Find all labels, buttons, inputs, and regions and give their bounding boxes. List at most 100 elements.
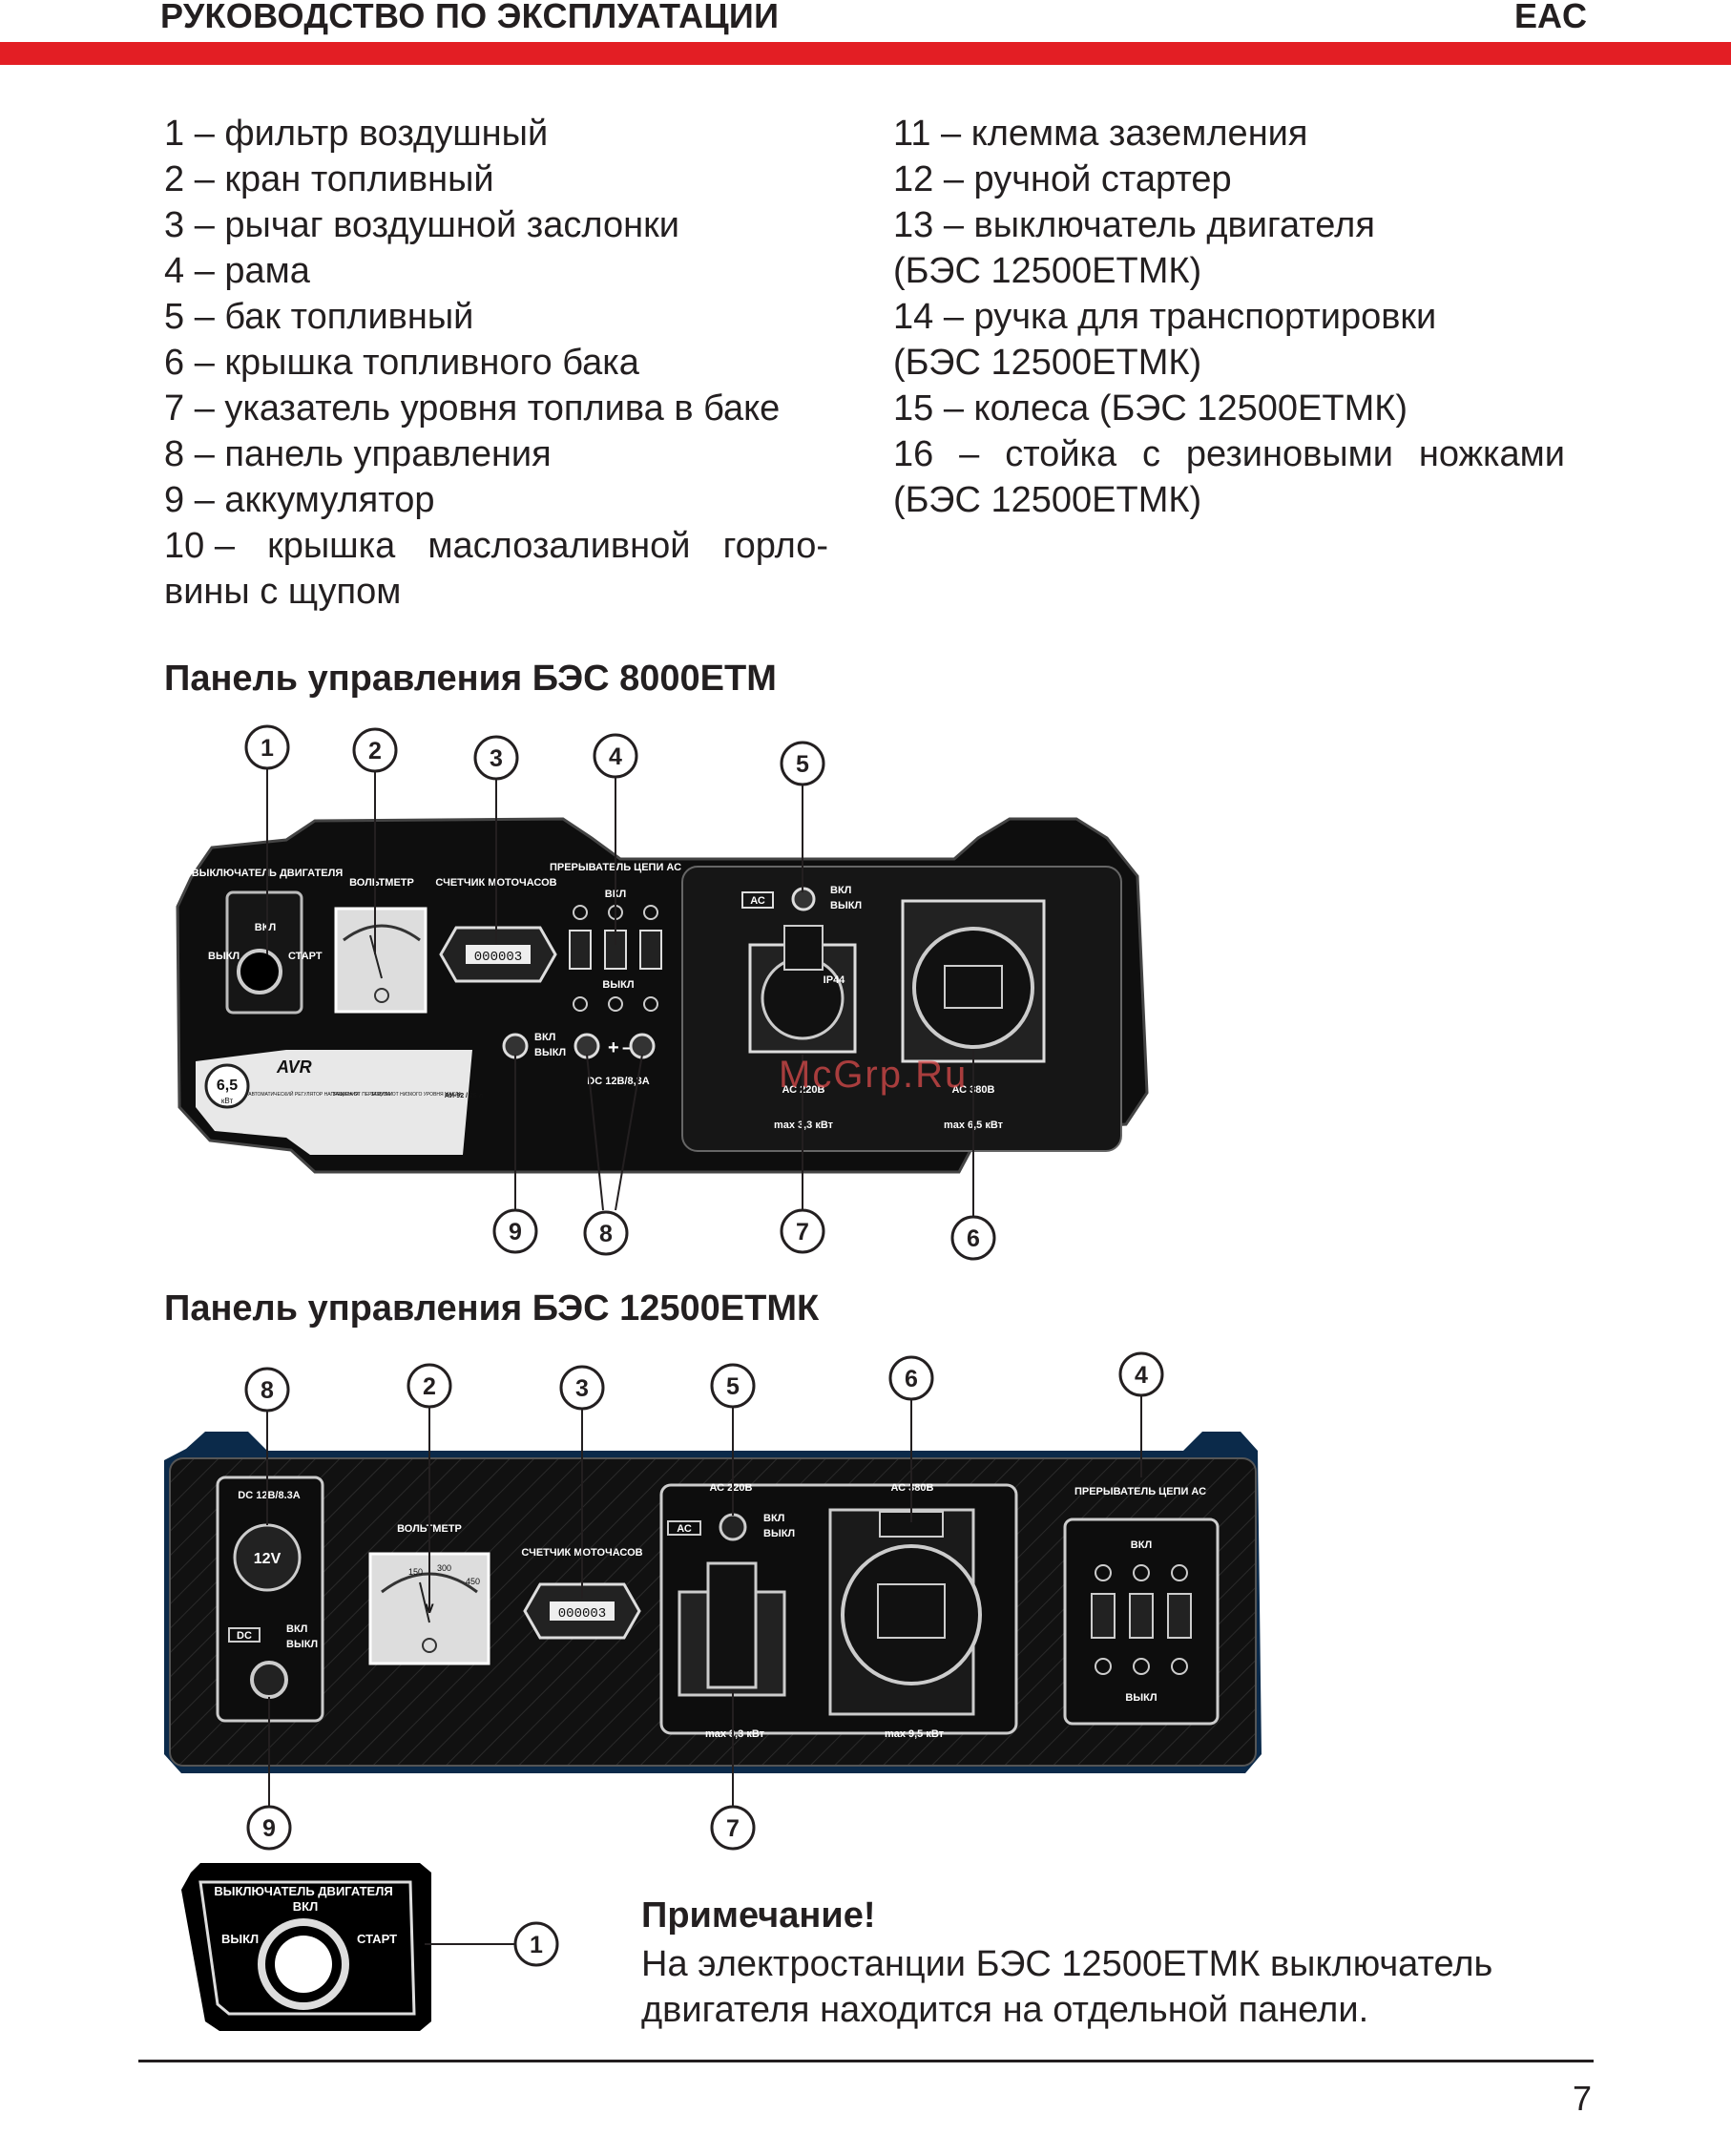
legend-item-10: 10 – крышка маслозаливной горло-	[164, 523, 828, 569]
panel2-ac-breaker[interactable]	[719, 1513, 747, 1541]
header-red-bar	[0, 42, 1731, 65]
panel1-voltmeter-needle	[369, 934, 383, 979]
callout-number: 2	[423, 1373, 436, 1400]
power-badge-unit: кВт	[221, 1097, 234, 1105]
legend-item: 9 – аккумулятор	[164, 480, 435, 520]
panel2-max2-label: max 9,5 кВт	[885, 1728, 945, 1740]
callout-number: 9	[262, 1815, 276, 1842]
legend-item: 5 – бак топливный	[164, 297, 474, 337]
legend-item: 7 – указатель уровня топлива в баке	[164, 388, 781, 429]
panel2-breaker-1[interactable]	[1091, 1593, 1116, 1639]
legend-word: резиновыми	[1185, 434, 1393, 474]
panel1-breaker-1[interactable]	[569, 930, 592, 970]
legend-word: ножками	[1418, 434, 1565, 474]
panel1-info-strip	[196, 1050, 472, 1155]
panel2-breaker-off: ВЫКЛ	[1125, 1692, 1157, 1704]
eac-mark: EAC	[1514, 0, 1588, 35]
callout-number: 8	[599, 1221, 613, 1247]
callout-number: 9	[509, 1219, 522, 1245]
panel2-dc-on: ВКЛ	[286, 1623, 307, 1635]
panel2-dc-breaker[interactable]	[250, 1661, 288, 1699]
panel2-ac220-label: АС 220В	[710, 1482, 753, 1494]
panel1-breaker-screws	[573, 905, 658, 1012]
callout-circle	[780, 741, 825, 786]
panel1-key-switch[interactable]	[237, 949, 282, 994]
panel2-breaker-3[interactable]	[1167, 1593, 1192, 1639]
legend-item: 1 – фильтр воздушный	[164, 114, 549, 154]
panel1-dc-minus-terminal[interactable]	[629, 1033, 656, 1059]
panel1-plus-sign: +	[608, 1037, 619, 1058]
callout-circle	[593, 733, 638, 779]
legend-item: 14 – ручка для транспортировки	[893, 297, 1437, 337]
footer-rule	[138, 2060, 1594, 2062]
panel1-minus-sign: –	[622, 1037, 633, 1058]
oil-caption: ЗАЩИТА ОТ НИЗКОГО УРОВНЯ МАСЛА	[371, 1092, 463, 1098]
legend-word: 10 –	[164, 526, 235, 566]
section-title-12500: Панель управления БЭС 12500ЕТМК	[164, 1288, 820, 1329]
callout-number: 7	[796, 1219, 809, 1245]
legend-word: 16	[893, 434, 934, 474]
panel1-socket-220-cover	[783, 925, 824, 971]
callout-number: 7	[726, 1815, 740, 1842]
legend-item: (БЭС 12500ЕТМК)	[893, 251, 1202, 291]
panel2-ac-badge-text: АС	[677, 1523, 692, 1535]
legend-right-column: 11 – клемма заземления 12 – ручной старт…	[893, 111, 1571, 523]
callout-circle	[244, 724, 290, 770]
panel2-max1-label: max 3,3 кВт	[705, 1728, 765, 1740]
power-badge-value: 6,5	[217, 1078, 238, 1094]
callout-number: 5	[726, 1373, 740, 1400]
page-number: 7	[1573, 2079, 1593, 2118]
panel1-socket-380-window	[944, 965, 1003, 1009]
legend-item: 8 – панель управления	[164, 434, 552, 474]
panel1-max1-label: max 3,3 кВт	[774, 1120, 834, 1131]
panel1-callout-lines	[266, 768, 974, 1217]
legend-item: 4 – рама	[164, 251, 310, 291]
note-heading: Примечание!	[641, 1895, 876, 1936]
running-header-title: РУКОВОДСТВО ПО ЭКСПЛУАТАЦИИ	[160, 0, 780, 35]
legend-word: стойка	[1005, 434, 1117, 474]
panel1-dc-plus-terminal[interactable]	[574, 1033, 600, 1059]
panel2-counter-value: 000003	[558, 1606, 606, 1622]
mini-panel-title: ВЫКЛЮЧАТЕЛЬ ДВИГАТЕЛЯ	[214, 1884, 392, 1898]
legend-word: крышка	[267, 526, 396, 566]
callout-number: 1	[261, 735, 274, 762]
panel2-dc-badge	[228, 1627, 261, 1643]
overload-caption: ЗАЩИТА ОТ ПЕРЕГРУЗКИ	[333, 1092, 393, 1098]
legend-item: 13 – выключатель двигателя	[893, 205, 1375, 245]
callout-circle	[407, 1363, 452, 1409]
panel1-voltmeter-screw	[374, 988, 389, 1003]
panel2-dc-off: ВЫКЛ	[286, 1639, 318, 1650]
panel1-voltmeter-scale	[343, 924, 421, 942]
callout-circle	[888, 1355, 934, 1401]
mini-panel-off: ВЫКЛ	[221, 1932, 259, 1946]
panel-8000etm: ВЫКЛЮЧАТЕЛЬ ДВИГАТЕЛЯ ВКЛ ВЫКЛ СТАРТ ВОЛ…	[176, 724, 1149, 1261]
callout-circle	[780, 1208, 825, 1254]
panel2-dc-badge-text: DC	[237, 1630, 252, 1642]
panel1-dc-breaker[interactable]	[502, 1033, 529, 1059]
callout-circle	[710, 1805, 756, 1851]
callout-circle	[246, 1805, 292, 1851]
panel2-ac-badge	[667, 1520, 701, 1536]
panel1-socket-mark: IP44	[824, 974, 846, 986]
legend-item: 6 – крышка топливного бака	[164, 343, 639, 383]
callout-circle	[950, 1215, 996, 1261]
callout-circle	[473, 735, 519, 781]
callout-number: 4	[609, 743, 622, 770]
callout-number: 3	[490, 745, 503, 772]
avr-logo: AVR	[276, 1057, 312, 1077]
panel2-breaker-2[interactable]	[1129, 1593, 1154, 1639]
panel2-callouts: 8 2 3 5 6 4 9 7	[244, 1351, 1164, 1851]
panel1-breaker-off: ВЫКЛ	[602, 979, 634, 991]
panel2-dial-450: 450	[466, 1577, 480, 1586]
panel2-counter-window	[550, 1601, 615, 1621]
mini-panel-start: СТАРТ	[357, 1932, 397, 1946]
callout-circle	[352, 727, 398, 773]
panel1-ac220-label: АС 220В	[782, 1084, 825, 1096]
panel2-12v-label: 12V	[254, 1551, 282, 1567]
engine-switch-mini-panel: ВЫКЛЮЧАТЕЛЬ ДВИГАТЕЛЯ ВКЛ ВЫКЛ СТАРТ 1	[181, 1863, 559, 2031]
legend-word: –	[959, 434, 980, 474]
panel1-breaker-3[interactable]	[639, 930, 662, 970]
legend-left-column: 1 – фильтр воздушный 2 – кран топливный …	[164, 111, 832, 615]
mini-panel-key-switch[interactable]	[275, 1936, 332, 1993]
